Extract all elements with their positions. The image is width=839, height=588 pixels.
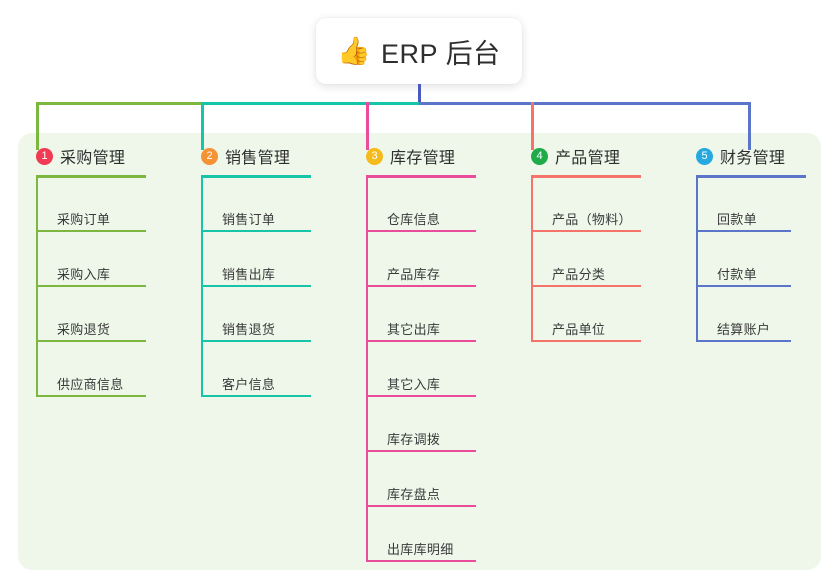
branch-title: 销售管理 bbox=[225, 150, 291, 167]
leaf-item[interactable]: 产品分类 bbox=[552, 267, 606, 282]
diagram-panel bbox=[18, 133, 821, 570]
leaf-item[interactable]: 产品（物料） bbox=[552, 212, 632, 227]
root-stem bbox=[417, 84, 421, 105]
leaf-item[interactable]: 产品库存 bbox=[387, 267, 441, 282]
leaf-item[interactable]: 库存盘点 bbox=[387, 487, 441, 502]
leaf-underline bbox=[366, 340, 476, 342]
leaf-underline bbox=[201, 285, 311, 287]
leaf-item[interactable]: 其它出库 bbox=[387, 322, 441, 337]
leaf-underline bbox=[366, 560, 476, 562]
leaf-item[interactable]: 供应商信息 bbox=[57, 377, 124, 392]
root-node[interactable]: 👍 ERP 后台 bbox=[316, 18, 522, 84]
connector-bar-segment-1 bbox=[36, 102, 204, 105]
branch-spine bbox=[531, 178, 533, 340]
leaf-underline bbox=[366, 230, 476, 232]
connector-drop-2 bbox=[201, 102, 204, 150]
branch-underline bbox=[696, 175, 806, 178]
branch-spine bbox=[366, 178, 368, 560]
leaf-underline bbox=[696, 285, 791, 287]
leaf-item[interactable]: 仓库信息 bbox=[387, 212, 441, 227]
branch-title: 采购管理 bbox=[60, 150, 126, 167]
leaf-underline bbox=[366, 395, 476, 397]
leaf-underline bbox=[696, 230, 791, 232]
leaf-underline bbox=[366, 285, 476, 287]
leaf-item[interactable]: 客户信息 bbox=[222, 377, 276, 392]
branch-underline bbox=[201, 175, 311, 178]
connector-bar-segment-3 bbox=[419, 102, 751, 105]
leaf-item[interactable]: 库存调拨 bbox=[387, 432, 441, 447]
branch-number-badge: 4 bbox=[531, 147, 548, 165]
page-title: ERP 后台 bbox=[381, 38, 501, 69]
branch-header-2[interactable]: 2 销售管理 bbox=[201, 145, 290, 167]
leaf-item[interactable]: 出库库明细 bbox=[387, 542, 454, 557]
branch-column-采购管理: 1 采购管理采购订单采购入库采购退货供应商信息 bbox=[36, 145, 146, 397]
branch-header-4[interactable]: 4 产品管理 bbox=[531, 145, 620, 167]
branch-spine bbox=[696, 178, 698, 340]
connector-bar-segment-2 bbox=[201, 102, 422, 105]
branch-title: 库存管理 bbox=[390, 150, 456, 167]
connector-drop-4 bbox=[531, 102, 534, 150]
leaf-underline bbox=[366, 450, 476, 452]
branch-header-3[interactable]: 3 库存管理 bbox=[366, 145, 455, 167]
leaf-item[interactable]: 销售订单 bbox=[222, 212, 276, 227]
leaf-item[interactable]: 采购订单 bbox=[57, 212, 111, 227]
branch-number-badge: 2 bbox=[201, 147, 218, 165]
connector-drop-3 bbox=[366, 102, 369, 150]
leaf-underline bbox=[36, 395, 146, 397]
leaf-underline bbox=[366, 505, 476, 507]
leaf-underline bbox=[201, 230, 311, 232]
leaf-item[interactable]: 付款单 bbox=[717, 267, 757, 282]
thumbs-up-icon: 👍 bbox=[337, 35, 372, 66]
leaf-underline bbox=[531, 230, 641, 232]
leaf-item[interactable]: 回款单 bbox=[717, 212, 757, 227]
branch-header-1[interactable]: 1 采购管理 bbox=[36, 145, 125, 167]
branch-underline bbox=[366, 175, 476, 178]
leaf-underline bbox=[531, 340, 641, 342]
leaf-item[interactable]: 销售退货 bbox=[222, 322, 276, 337]
leaf-underline bbox=[36, 230, 146, 232]
branch-column-销售管理: 2 销售管理销售订单销售出库销售退货客户信息 bbox=[201, 145, 311, 397]
branch-title: 产品管理 bbox=[555, 150, 621, 167]
branch-number-badge: 5 bbox=[696, 147, 713, 165]
leaf-underline bbox=[531, 285, 641, 287]
branch-header-5[interactable]: 5 财务管理 bbox=[696, 145, 785, 167]
branch-number-badge: 3 bbox=[366, 147, 383, 165]
branch-underline bbox=[36, 175, 146, 178]
branch-column-产品管理: 4 产品管理产品（物料） 产品分类产品单位 bbox=[531, 145, 641, 342]
leaf-item[interactable]: 销售出库 bbox=[222, 267, 276, 282]
leaf-item[interactable]: 采购入库 bbox=[57, 267, 111, 282]
connector-drop-1 bbox=[36, 102, 39, 150]
branch-title: 财务管理 bbox=[720, 150, 786, 167]
leaf-item[interactable]: 产品单位 bbox=[552, 322, 606, 337]
leaf-item[interactable]: 采购退货 bbox=[57, 322, 111, 337]
leaf-item[interactable]: 其它入库 bbox=[387, 377, 441, 392]
branch-number-badge: 1 bbox=[36, 147, 53, 165]
branch-column-财务管理: 5 财务管理回款单付款单结算账户 bbox=[696, 145, 806, 342]
leaf-underline bbox=[201, 340, 311, 342]
leaf-underline bbox=[36, 285, 146, 287]
connector-drop-5 bbox=[748, 102, 751, 150]
leaf-underline bbox=[201, 395, 311, 397]
leaf-item[interactable]: 结算账户 bbox=[717, 322, 771, 337]
branch-underline bbox=[531, 175, 641, 178]
branch-column-库存管理: 3 库存管理仓库信息产品库存其它出库其它入库库存调拨库存盘点出库库明细 bbox=[366, 145, 476, 562]
leaf-underline bbox=[36, 340, 146, 342]
leaf-underline bbox=[696, 340, 791, 342]
